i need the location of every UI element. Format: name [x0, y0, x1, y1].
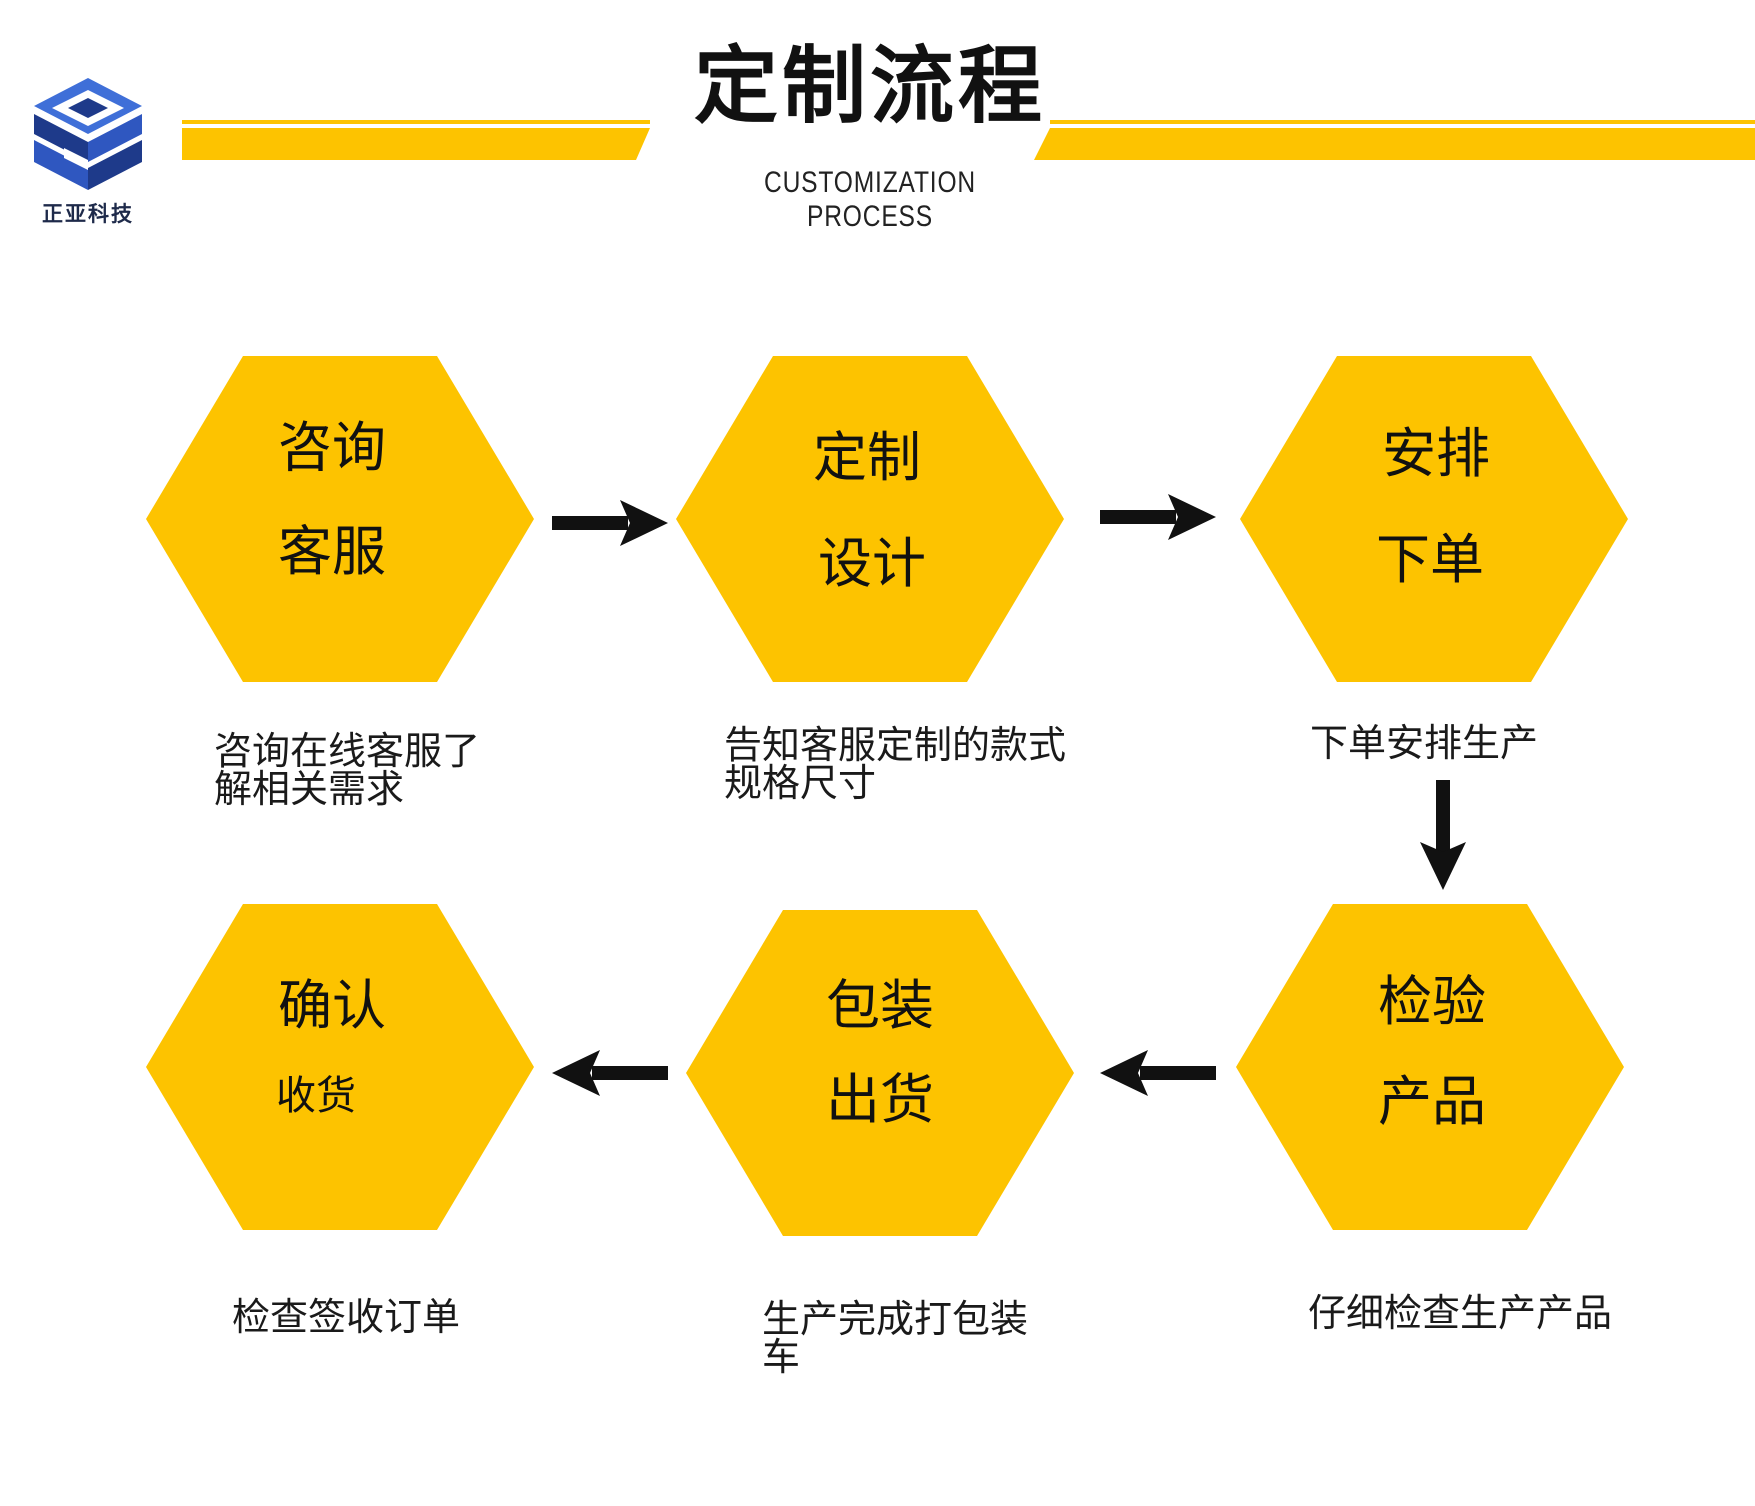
step-title-line2: 下单 — [1376, 528, 1484, 591]
step-hexagon-receive: 确认 收货 — [146, 904, 534, 1230]
step-title-line1: 定制 — [813, 426, 921, 489]
arrow-left-icon — [552, 1050, 668, 1096]
step-title-line1: 确认 — [278, 974, 386, 1037]
page-subtitle: CUSTOMIZATION PROCESS — [763, 166, 977, 233]
step-hexagon-design: 定制 设计 — [676, 356, 1064, 682]
header-bar-left — [182, 128, 650, 160]
step-description: 咨询在线客服了解相关需求 — [214, 729, 481, 811]
step-title-line2: 收货 — [276, 1073, 356, 1119]
company-logo: 正亚科技 — [28, 78, 148, 238]
step-hexagon-inspect: 检验 产品 — [1236, 904, 1624, 1230]
arrow-down-icon — [1420, 780, 1466, 890]
header-bar-right — [1034, 128, 1755, 160]
company-logo-icon — [34, 78, 142, 190]
step-title-line1: 安排 — [1382, 422, 1490, 485]
arrow-right-icon — [552, 500, 668, 546]
arrow-right-icon — [1100, 494, 1216, 540]
step-title-line1: 检验 — [1378, 970, 1486, 1033]
step-title-line2: 产品 — [1378, 1070, 1486, 1133]
step-description: 检查签收订单 — [232, 1295, 461, 1339]
step-title-line1: 咨询 — [278, 416, 386, 479]
step-hexagon-consult: 咨询 客服 — [146, 356, 534, 682]
step-description: 告知客服定制的款式规格尺寸 — [724, 723, 1067, 805]
header-bars — [182, 120, 1755, 160]
arrow-left-icon — [1100, 1050, 1216, 1096]
step-title-line2: 出货 — [826, 1068, 934, 1131]
step-hexagon-order: 安排 下单 — [1240, 356, 1628, 682]
header-bar-left-line — [182, 120, 650, 124]
header-bar-right-line — [1050, 120, 1755, 124]
step-title-line1: 包装 — [826, 974, 934, 1037]
step-description: 仔细检查生产产品 — [1308, 1291, 1613, 1335]
step-title-line2: 客服 — [278, 520, 386, 583]
step-description: 生产完成打包装车 — [762, 1297, 1029, 1379]
step-description: 下单安排生产 — [1310, 721, 1539, 765]
step-hexagon-ship: 包装 出货 — [686, 910, 1074, 1236]
step-title-line2: 设计 — [818, 532, 926, 595]
page-title: 定制流程 — [693, 37, 1046, 135]
logo-text: 正亚科技 — [42, 202, 134, 226]
